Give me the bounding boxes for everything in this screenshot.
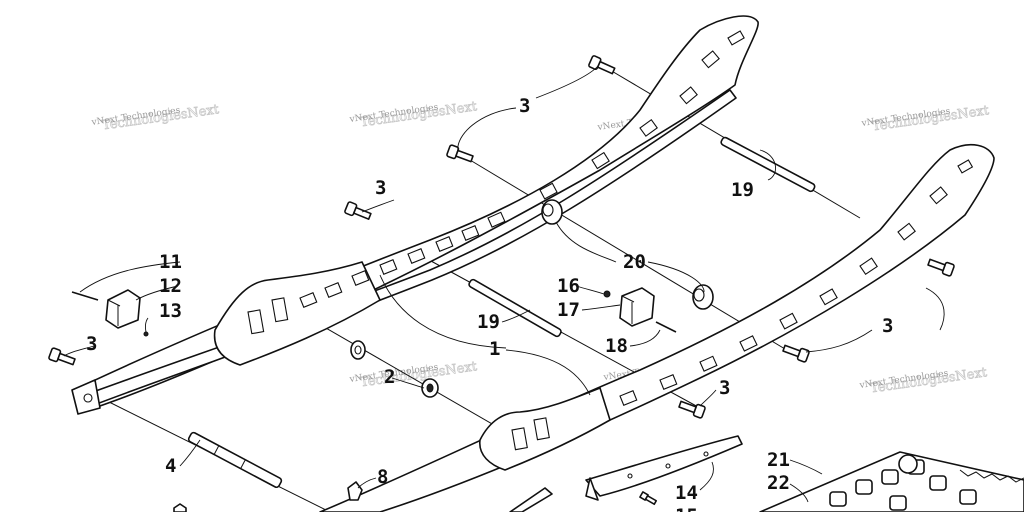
callout-3: 3: [882, 315, 893, 337]
shaft-middle: [468, 278, 562, 338]
bolt: [344, 201, 372, 220]
bolt: [588, 55, 616, 75]
track-lugs: [829, 454, 977, 511]
rail-upper: [71, 15, 759, 415]
callout-3: 3: [519, 95, 530, 117]
callout-19: 19: [731, 179, 754, 201]
callout-11: 11: [159, 251, 182, 273]
callout-16: 16: [557, 275, 580, 297]
callout-2: 2: [384, 366, 395, 388]
watermark: TechnologiesNext vNext Technologies: [90, 102, 221, 134]
watermark: TechnologiesNext vNext Technologies: [348, 99, 479, 131]
rail-lower: [319, 143, 995, 512]
bolts: [48, 55, 955, 419]
callouts: 1 2 3 3 3 3 3 3 4 8 11 12 13 14 15 16 17…: [86, 95, 893, 512]
callout-20: 20: [623, 251, 646, 273]
shaft-upper: [720, 136, 816, 193]
shaft-rear: [187, 431, 283, 489]
callout-3: 3: [86, 333, 97, 355]
screw: [71, 291, 99, 301]
bolt: [782, 344, 810, 363]
spacer: [541, 199, 563, 225]
callout-17: 17: [557, 299, 580, 321]
track: [759, 451, 1024, 512]
bolt: [678, 400, 706, 419]
leader-lines: [63, 65, 945, 503]
screw: [655, 321, 677, 333]
callout-4: 4: [165, 455, 176, 477]
bolt: [48, 347, 76, 366]
callout-22: 22: [767, 472, 790, 494]
wear-strip: [585, 435, 743, 506]
watermark: TechnologiesNext vNext Technologies: [348, 359, 479, 391]
callout-1: 1: [489, 338, 500, 360]
callout-8: 8: [377, 466, 388, 488]
washer: [350, 340, 366, 360]
callout-21: 21: [767, 449, 790, 471]
stopper-block-right: [619, 287, 655, 327]
rail-windows: [247, 30, 745, 335]
bolt: [927, 258, 955, 277]
callout-12: 12: [159, 275, 182, 297]
bushing: [421, 378, 439, 398]
callout-3: 3: [719, 377, 730, 399]
callout-3: 3: [375, 177, 386, 199]
callout-18: 18: [605, 335, 628, 357]
spacers: [350, 199, 714, 398]
stopper-block-left: [105, 289, 141, 329]
watermark: TechnologiesNext vNext Technologies: [858, 365, 989, 397]
callout-19: 19: [477, 311, 500, 333]
shafts: [468, 136, 816, 338]
callout-13: 13: [159, 300, 182, 322]
rail-windows-lower: [511, 159, 974, 451]
spacer: [692, 284, 714, 310]
callout-15: 15: [675, 505, 698, 512]
hex-nut: [347, 481, 363, 501]
stop-blocks: [71, 287, 677, 337]
watermark: TechnologiesNext vNext Technologies: [860, 103, 991, 135]
guide-rail: [509, 487, 553, 512]
nut: [143, 331, 149, 337]
hex-bolt-lower: [173, 503, 187, 512]
nut: [603, 290, 611, 298]
bolt: [446, 144, 474, 163]
callout-14: 14: [675, 482, 698, 504]
